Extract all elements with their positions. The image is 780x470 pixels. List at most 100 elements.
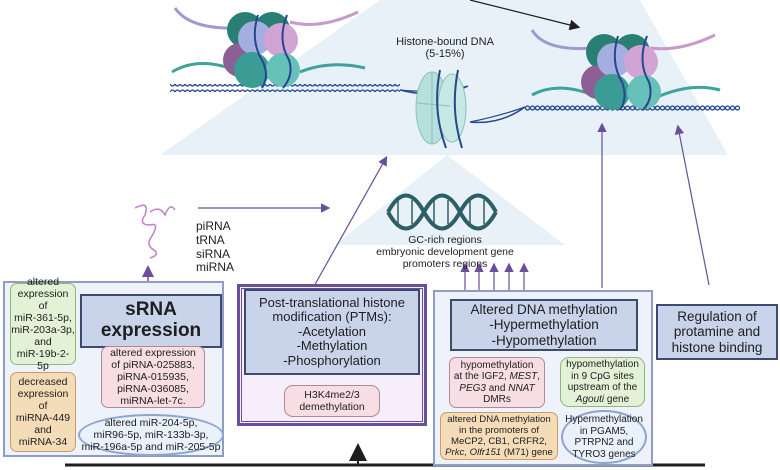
rna-type: miRNA [196, 260, 234, 275]
arrows-dna-methylation-up [460, 262, 529, 290]
note-line: expression [17, 287, 69, 300]
dna-title-line: -Hypomethylation [491, 332, 597, 348]
rna-types-list: piRNA tRNA siRNA miRNA [196, 219, 234, 275]
ptm-title-line: Post-translational histone [259, 294, 405, 310]
dna-title-line: Altered DNA methylation [470, 302, 618, 318]
rna-type: tRNA [196, 232, 225, 247]
note-line: MeCP2, CB1, CRFR2, [451, 436, 547, 447]
note-line: hypomethylation [460, 359, 534, 371]
dna-orange-note: altered DNA methylation in the promoters… [440, 412, 558, 460]
note-text: , [537, 371, 541, 382]
arrow-regulation-to-nucleosome [674, 124, 710, 286]
note-line: decreased [18, 375, 68, 388]
note-line: H3K4me2/3 [304, 388, 360, 401]
regulation-panel: Regulation of protamine and histone bind… [656, 304, 778, 360]
regulation-line: Regulation of [677, 308, 757, 324]
note-line: miR-19b-2-5p [16, 348, 70, 373]
dna-region-text: promoters regions [402, 257, 488, 270]
note-line: Prkc, Olfr151 (M71) gene [445, 447, 553, 458]
note-line: altered DNA methylation [447, 413, 551, 425]
histone-bound-percent: (5-15%) [425, 48, 465, 61]
note-line: Agouti gene [576, 394, 629, 406]
srna-title-line: sRNA [125, 299, 177, 321]
note-line: piRNA-036085, [117, 383, 189, 396]
regulation-line: protamine and [673, 324, 761, 340]
gene-name: Agouti [575, 393, 605, 405]
dna-title-line: -Hypermethylation [489, 317, 599, 333]
srna-green-note: altered expression of miR-361-5p, miR-20… [10, 276, 76, 372]
gene-name: PEG3 [459, 382, 486, 394]
histone-bound-text: Histone-bound DNA [396, 36, 494, 48]
dna-green-note: hypomethylation in 9 CpG sites upstream … [560, 357, 645, 407]
ptm-title: Post-translational histone modification … [244, 289, 420, 375]
arrow-top-to-nucleosome [469, 0, 581, 31]
note-line: expression [17, 387, 69, 400]
ptm-title-line: -Methylation [296, 338, 368, 354]
ptm-note: H3K4me2/3 demethylation [284, 385, 380, 417]
note-line: altered expression [110, 346, 196, 359]
srna-title: sRNA expression [80, 294, 222, 348]
note-line: demethylation [299, 401, 365, 413]
srna-pink-note: altered expression of piRNA-025883, piRN… [101, 346, 205, 408]
ptm-title-line: -Phosphorylation [283, 352, 381, 368]
srna-title-line: expression [100, 320, 202, 341]
note-line: miRNA-34 [18, 436, 68, 449]
note-line: miRNA-let-7c. [120, 395, 186, 408]
note-line: piRNA-015935, [117, 370, 189, 383]
nucleosome-middle [415, 69, 467, 149]
note-line: of piRNA-025883, [111, 358, 195, 371]
note-line: hypomethylation [566, 359, 639, 370]
dna-region-text: embryonic development gene [376, 245, 514, 258]
dna-methylation-title: Altered DNA methylation -Hypermethylatio… [450, 299, 638, 351]
dna-helix-icon [386, 193, 498, 231]
gene-name: Prkc, Olfr151 [445, 447, 502, 459]
arrow-ptm-to-nucleosome [312, 155, 388, 289]
note-line: miR-203a-3p, [11, 324, 75, 336]
dna-oval-note: Hypermethylation in PGAM5, PTRPN2 and TY… [561, 410, 647, 464]
srna-oval-note: altered miR-204-5p, miR96-5p, miR-133b-3… [78, 414, 224, 456]
dna-strand-left [170, 84, 400, 92]
note-line: miR-361-5p, [14, 311, 72, 324]
nucleosome-right [530, 29, 721, 111]
dna-strand-mid2 [469, 106, 526, 124]
regulation-line: histone binding [671, 339, 763, 355]
dna-regions-label: GC-rich regions embryonic development ge… [360, 234, 530, 270]
note-line: PEG3 and NNAT [459, 383, 534, 395]
ptm-title-line: -Acetylation [298, 323, 366, 339]
note-line: TYRO3 genes [572, 448, 636, 460]
dna-pink-note: hypomethylation at the IGF2, MEST, PEG3 … [449, 357, 545, 408]
note-text: at the IGF2, [453, 371, 510, 382]
note-line: of [38, 299, 48, 312]
rna-squiggle-icon [134, 204, 176, 259]
note-line: altered miR-204-5p, [104, 416, 198, 429]
note-line: and [34, 336, 52, 349]
note-line: DMRs [483, 394, 511, 405]
note-line: miRNA-449 [15, 412, 71, 424]
rna-type: piRNA [196, 219, 231, 233]
note-text: gene [604, 393, 630, 405]
note-line: PTRPN2 and [574, 437, 634, 448]
note-line: upstream of the [567, 382, 638, 393]
gene-name: NNAT [508, 382, 535, 394]
note-line: in PGAM5, [579, 425, 629, 437]
note-line: of [38, 399, 48, 412]
ptm-title-line: modification (PTMs): [272, 309, 392, 325]
note-line: miR-196a-5p and miR-205-5p [81, 441, 221, 454]
dna-strand-right [525, 104, 740, 112]
chromatin-shade [160, 0, 728, 155]
srna-orange-note: decreased expression of miRNA-449 and mi… [10, 372, 76, 452]
note-line: in the promoters of [459, 424, 539, 436]
dna-region-text: GC-rich regions [408, 234, 482, 246]
note-line: and [34, 424, 52, 437]
nucleosome-left [171, 7, 366, 89]
note-text: (M71) gene [501, 447, 553, 459]
note-text: and [485, 382, 509, 394]
histone-bound-label: Histone-bound DNA (5-15%) [380, 36, 510, 61]
note-line: altered [26, 275, 60, 288]
note-line: Hypermethylation [565, 414, 643, 425]
note-line: miR96-5p, miR-133b-3p, [93, 428, 209, 441]
note-line: in 9 CpG sites [571, 370, 634, 382]
gene-name: MEST [509, 371, 538, 382]
rna-type: siRNA [196, 246, 231, 261]
